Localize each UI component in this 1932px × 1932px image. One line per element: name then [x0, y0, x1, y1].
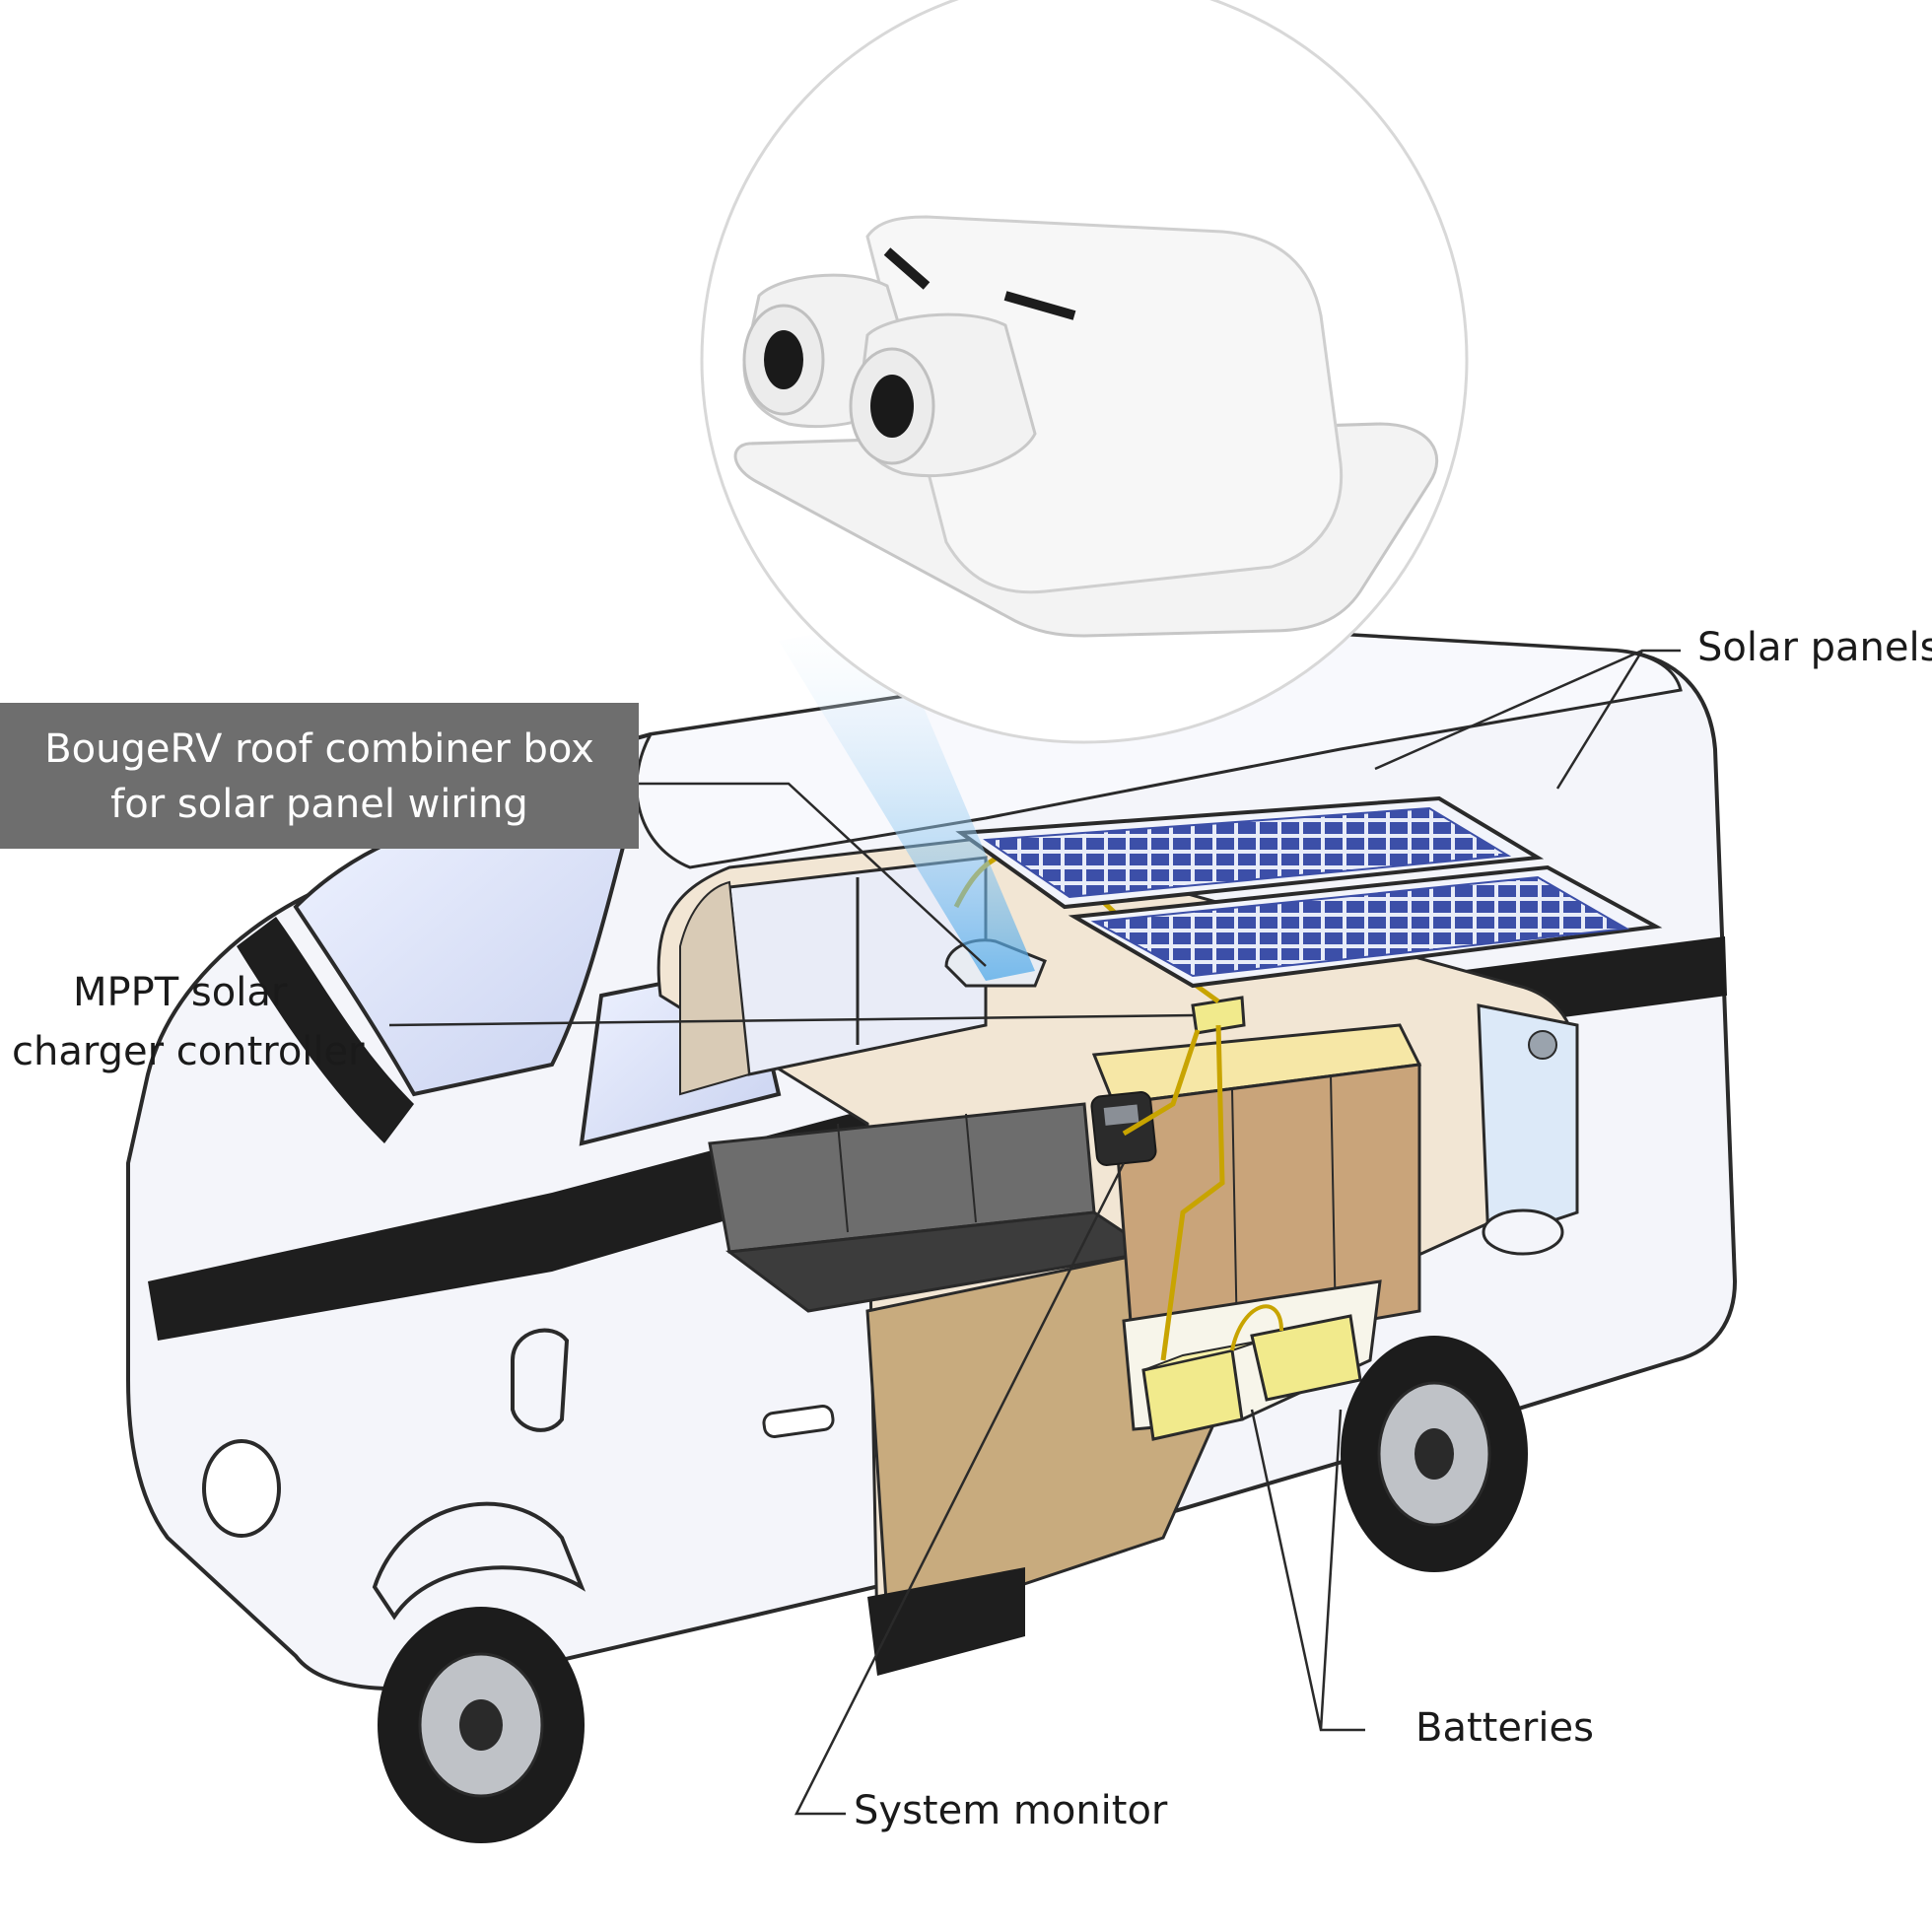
toilet [1482, 1208, 1564, 1256]
leader-batteries [1250, 1409, 1365, 1732]
combiner-housing [865, 215, 1344, 594]
rear-wheel [1341, 1336, 1528, 1572]
batteries-label: Batteries [1415, 1705, 1594, 1751]
combiner-label-line2: for solar panel wiring [110, 782, 528, 827]
curtain [679, 880, 751, 1096]
mppt-label-line1: MPPT solar [73, 970, 288, 1015]
mppt-label-line2: charger controller [12, 1029, 365, 1074]
shower-head [1528, 1030, 1557, 1060]
solar-panels-label: Solar panels [1697, 625, 1932, 670]
cable-gland-2 [849, 312, 1037, 478]
leader-solar-panels [1374, 649, 1681, 790]
battery-cable [1230, 1304, 1283, 1351]
solar-panel-2 [1068, 864, 1663, 989]
mppt-controller [1191, 996, 1246, 1035]
zoom-beam [779, 621, 1035, 981]
hood-stripe [237, 917, 414, 1143]
front-wheel [372, 1501, 586, 1843]
combiner-callout: BougeRV roof combiner box for solar pane… [0, 703, 639, 849]
side-mirror [511, 1328, 570, 1432]
van-illustration [126, 621, 1738, 1843]
leader-lines [388, 649, 1681, 1816]
combiner-box-zoom [700, 0, 1469, 744]
headlight [202, 1439, 281, 1538]
leader-combiner [639, 782, 987, 967]
door-handle [762, 1405, 835, 1438]
system-monitor [1090, 1091, 1157, 1166]
leader-mppt [388, 1013, 1196, 1027]
solar-panel-1 [955, 795, 1545, 910]
system-monitor-label: System monitor [854, 1788, 1168, 1833]
combiner-label-line1: BougeRV roof combiner box [44, 726, 594, 772]
battery-2 [1250, 1314, 1362, 1402]
shower [1477, 1003, 1579, 1245]
leader-monitor [794, 1162, 1126, 1816]
